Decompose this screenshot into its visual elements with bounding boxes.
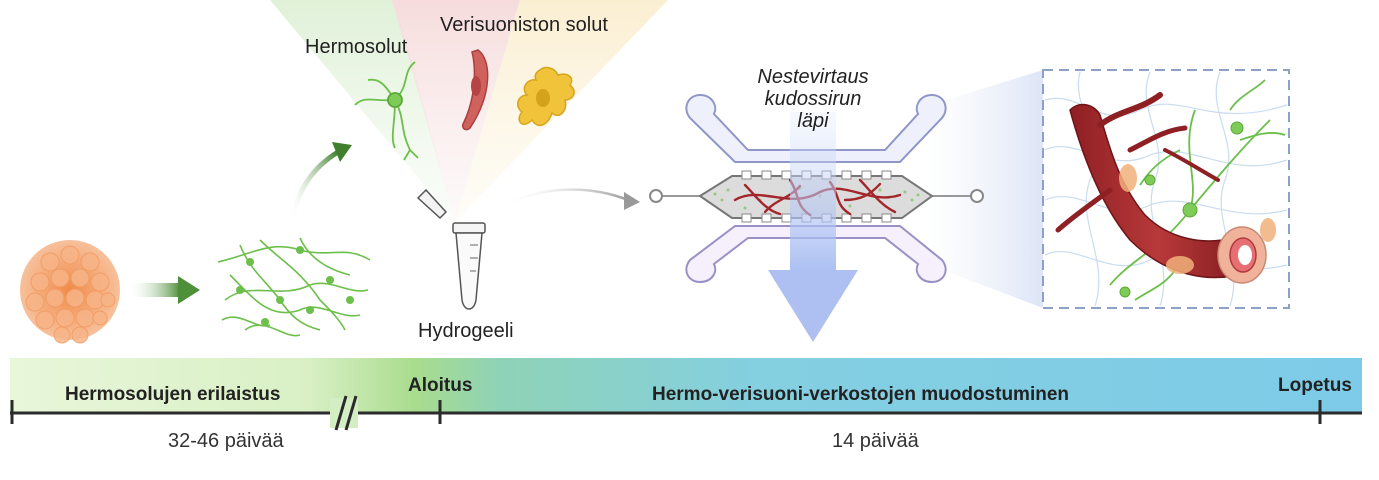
timeline-duration1: 32-46 päivää xyxy=(168,430,284,452)
arrow-right-icon xyxy=(128,276,200,304)
label-flow-line3: läpi xyxy=(797,110,829,132)
astrocyte-icon xyxy=(516,66,575,127)
neuron-network-icon xyxy=(217,237,371,337)
arrow-gray-icon xyxy=(499,188,640,210)
zoom-cone xyxy=(930,70,1043,308)
timeline-phase1: Hermosolujen erilaistus xyxy=(65,384,281,405)
hydrogel-tube-icon xyxy=(416,188,486,310)
timeline-start: Aloitus xyxy=(408,375,473,396)
label-flow: Nestevirtaus kudossirun läpi xyxy=(738,66,888,132)
flow-arrow-icon xyxy=(768,112,858,342)
neuron-icon xyxy=(354,61,419,161)
label-hydrogel: Hydrogeeli xyxy=(418,320,514,342)
zoom-inset xyxy=(1042,69,1290,309)
label-neurons: Hermosolut xyxy=(305,36,408,58)
timeline-phase2: Hermo-verisuoni-verkostojen muodostumine… xyxy=(652,384,1070,405)
break-icon xyxy=(330,395,358,431)
timeline-duration2: 14 päivää xyxy=(832,430,919,452)
vessel-icon xyxy=(1055,92,1276,284)
endothelial-cell-icon xyxy=(461,49,489,131)
label-flow-line2: kudossirun xyxy=(764,88,862,110)
arrow-curved-icon xyxy=(289,142,352,221)
label-vascular-cells: Verisuoniston solut xyxy=(440,14,608,36)
timeline xyxy=(10,358,1362,431)
label-flow-line1: Nestevirtaus xyxy=(757,66,869,88)
organoid-icon xyxy=(20,240,120,344)
timeline-end: Lopetus xyxy=(1278,375,1352,396)
